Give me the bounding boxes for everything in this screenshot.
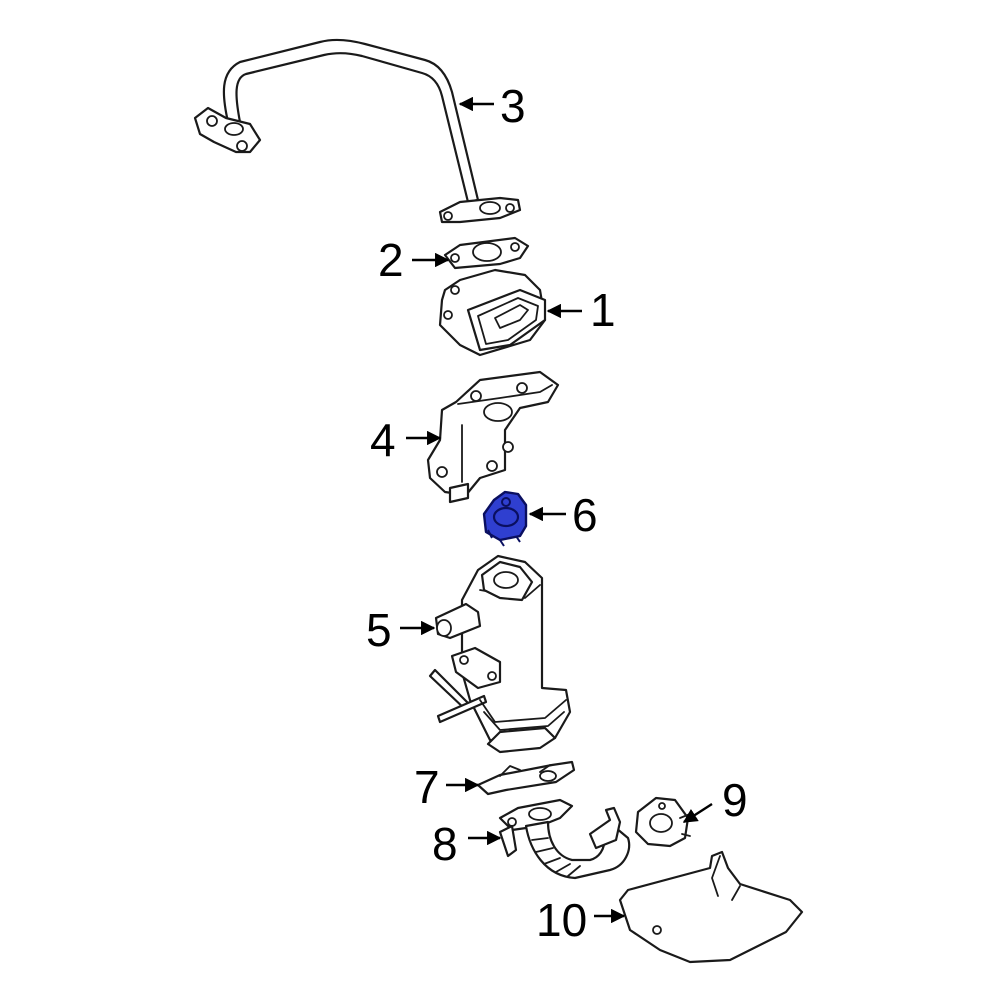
part-1-egr-valve: [438, 268, 547, 357]
part-9-gasket: [634, 796, 691, 848]
part-4-bracket: [426, 370, 560, 504]
callout-10[interactable]: 10: [536, 894, 587, 946]
callout-2[interactable]: 2: [378, 234, 404, 286]
part-5-egr-cooler: [428, 554, 572, 754]
callout-labels: 1 2 3 4 5 6 7 8 9 10: [366, 80, 748, 946]
part-6-gasket-highlighted[interactable]: [482, 490, 528, 547]
leader-lines: [400, 96, 713, 924]
part-8-egr-pipe: [498, 798, 631, 880]
callout-8[interactable]: 8: [432, 818, 458, 870]
callout-6[interactable]: 6: [572, 489, 598, 541]
callout-3[interactable]: 3: [500, 80, 526, 132]
part-7-gasket-plate: [476, 760, 576, 796]
callout-1[interactable]: 1: [590, 284, 616, 336]
callout-5[interactable]: 5: [366, 604, 392, 656]
part-10-heat-shield: [618, 850, 804, 964]
callout-4[interactable]: 4: [370, 414, 396, 466]
callout-9[interactable]: 9: [722, 774, 748, 826]
part-2-gasket: [443, 236, 530, 270]
part-3-egr-tube: [193, 38, 522, 224]
leader-9: [682, 802, 713, 824]
callout-7[interactable]: 7: [414, 761, 440, 813]
